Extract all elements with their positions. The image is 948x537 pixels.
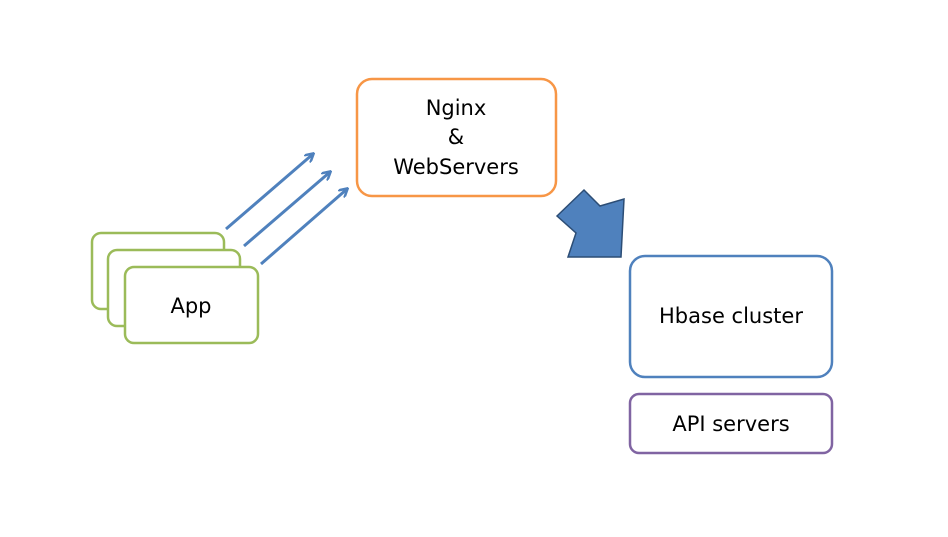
nginx-label-line2: & bbox=[448, 125, 464, 149]
request-arrow-3 bbox=[260, 189, 347, 266]
app-node: App bbox=[90, 231, 260, 345]
nginx-to-hbase-block-arrow bbox=[555, 188, 625, 258]
nginx-label-line3: WebServers bbox=[393, 155, 519, 179]
hbase-box bbox=[628, 254, 834, 379]
api-node: API servers bbox=[628, 392, 834, 455]
app-box-front bbox=[123, 265, 260, 345]
nginx-label-line1: Nginx bbox=[426, 96, 487, 120]
nginx-box bbox=[355, 77, 558, 198]
api-box bbox=[628, 392, 834, 455]
app-label: App bbox=[170, 294, 211, 318]
hbase-label: Hbase cluster bbox=[659, 304, 803, 328]
hbase-node: Hbase cluster bbox=[628, 254, 834, 379]
request-arrow-1 bbox=[225, 154, 313, 231]
nginx-node: Nginx & WebServers bbox=[355, 77, 558, 198]
app-to-nginx-arrows bbox=[225, 154, 347, 266]
request-arrow-2 bbox=[243, 172, 330, 248]
api-label: API servers bbox=[672, 412, 789, 436]
